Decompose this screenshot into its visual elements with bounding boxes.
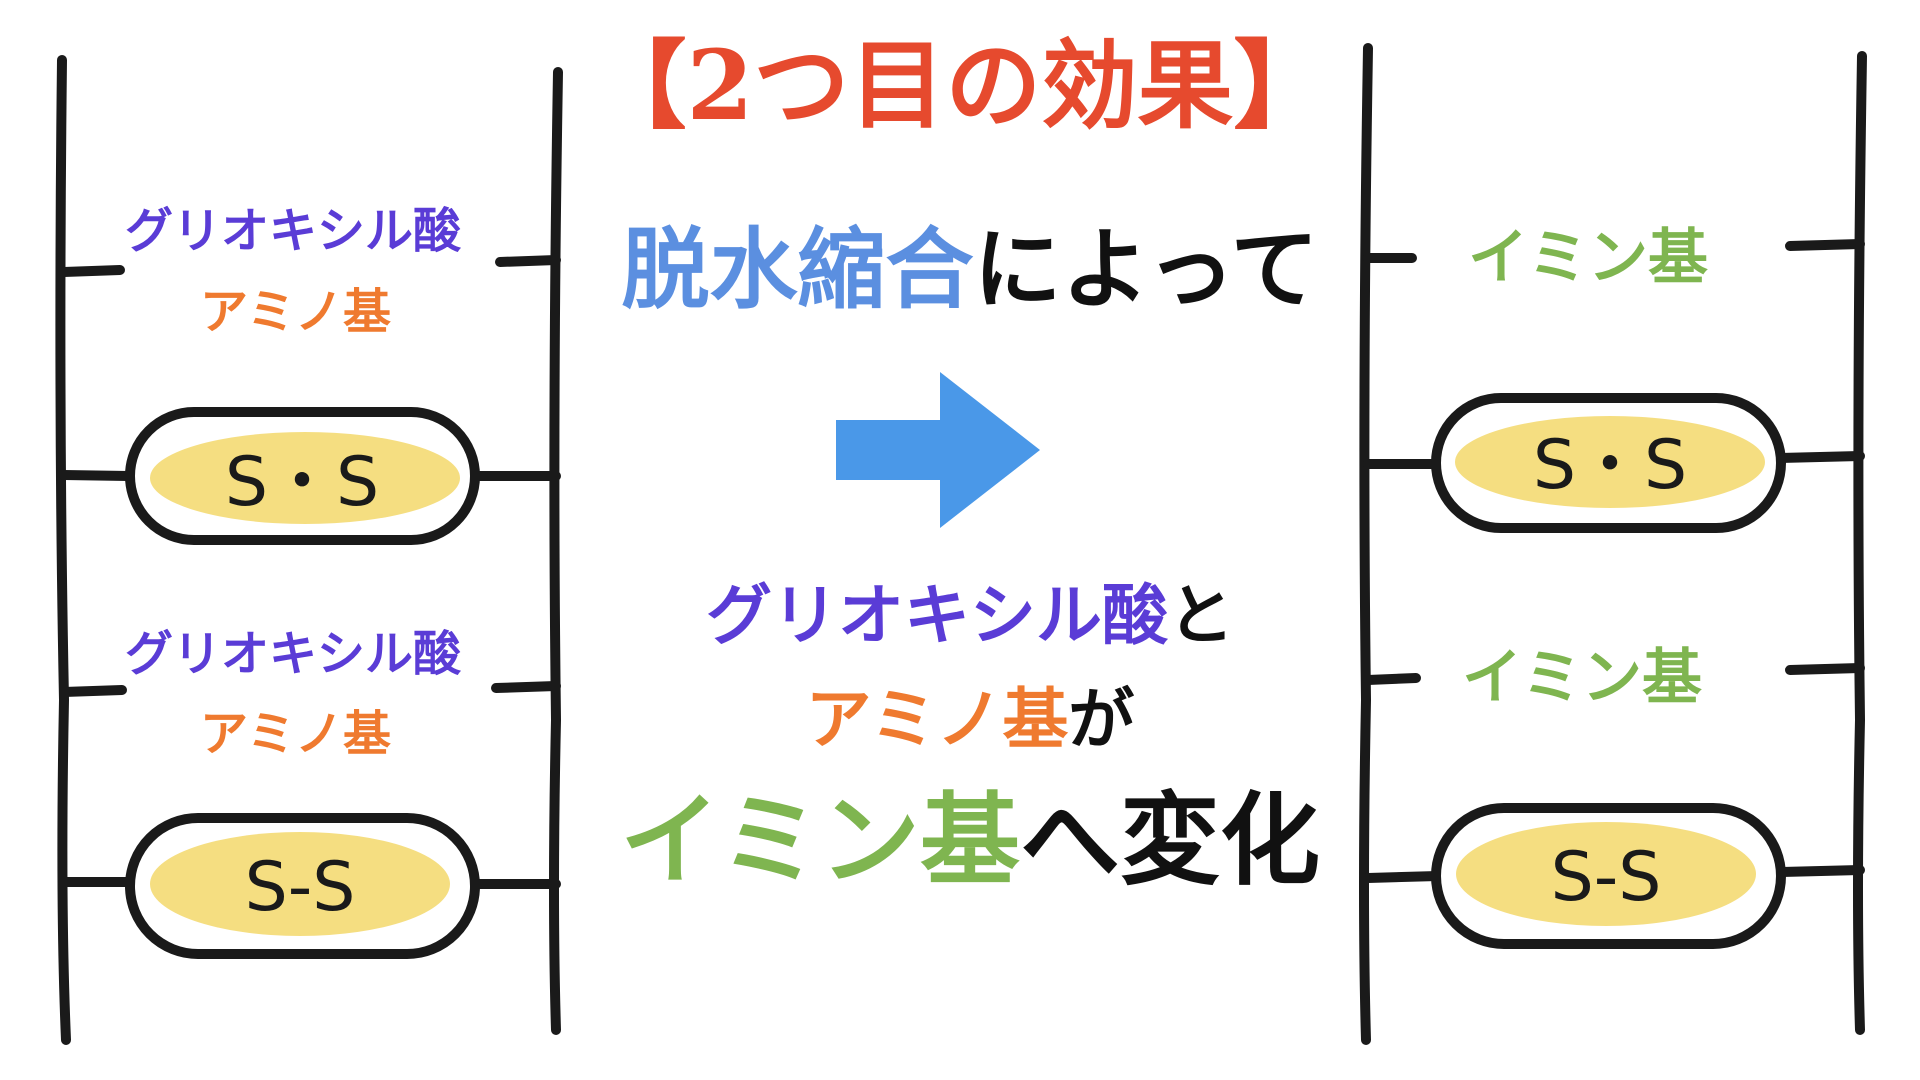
left-ladder-rung-2 [59, 470, 137, 481]
dehydration-condensation-text: 脱水縮合 [621, 218, 974, 321]
right-ladder-rung-1b [1785, 239, 1865, 251]
right-ladder-rung-2b [1775, 451, 1865, 463]
left-ladder [55, 55, 563, 1045]
left-bond-bottom: S-S [125, 813, 480, 959]
left-bond-top-label: S・S [225, 443, 379, 522]
left-ladder-rung-1b [495, 255, 561, 267]
left-bond-bottom-label: S-S [245, 848, 356, 927]
right-bottom-label-imine: イミン基 [1462, 643, 1702, 713]
ga-text: が [1068, 680, 1135, 758]
right-ladder-rail-right [1853, 51, 1867, 1035]
right-bond-top: S・S [1431, 393, 1786, 533]
left-ladder-rung-1 [59, 265, 125, 277]
page-title: 【2つ目の効果】 [590, 29, 1330, 142]
middle-line-3: アミノ基が [560, 686, 1380, 752]
change-to-text: へ変化 [1020, 781, 1320, 899]
right-bond-bottom: S-S [1431, 803, 1786, 949]
imine-group-text: イミン基 [620, 781, 1020, 899]
by-text: によって [973, 217, 1319, 321]
left-bottom-label-amino: アミノ基 [200, 706, 392, 762]
right-ladder-rail-left [1359, 43, 1373, 1045]
right-ladder [1359, 43, 1867, 1045]
middle-line-4: イミン基へ変化 [560, 790, 1380, 890]
right-top-label-imine: イミン基 [1468, 223, 1708, 293]
left-ladder-rung-3 [59, 685, 127, 697]
middle-line-1: 脱水縮合によって [560, 225, 1380, 314]
and-text: と [1168, 576, 1234, 654]
left-bottom-label-glyoxylic: グリオキシル酸 [125, 626, 462, 682]
right-bond-top-label: S・S [1533, 426, 1687, 505]
right-arrow-icon [836, 372, 1040, 528]
right-bond-bottom-label: S-S [1551, 838, 1662, 917]
amino-group-text: アミノ基 [805, 680, 1069, 758]
right-ladder-rung-4 [1363, 871, 1443, 883]
left-top-label-amino: アミノ基 [200, 284, 392, 340]
right-ladder-rung-3b [1785, 663, 1865, 675]
left-top-label-glyoxylic: グリオキシル酸 [125, 203, 462, 259]
left-ladder-rung-3b [491, 681, 561, 693]
right-ladder-rung-4b [1777, 865, 1865, 877]
left-ladder-rail-left [55, 55, 71, 1045]
right-ladder-rung-3 [1363, 673, 1421, 685]
middle-line-2: グリオキシル酸と [560, 582, 1380, 648]
glyoxylic-acid-text: グリオキシル酸 [706, 576, 1168, 654]
left-bond-top: S・S [125, 407, 480, 545]
